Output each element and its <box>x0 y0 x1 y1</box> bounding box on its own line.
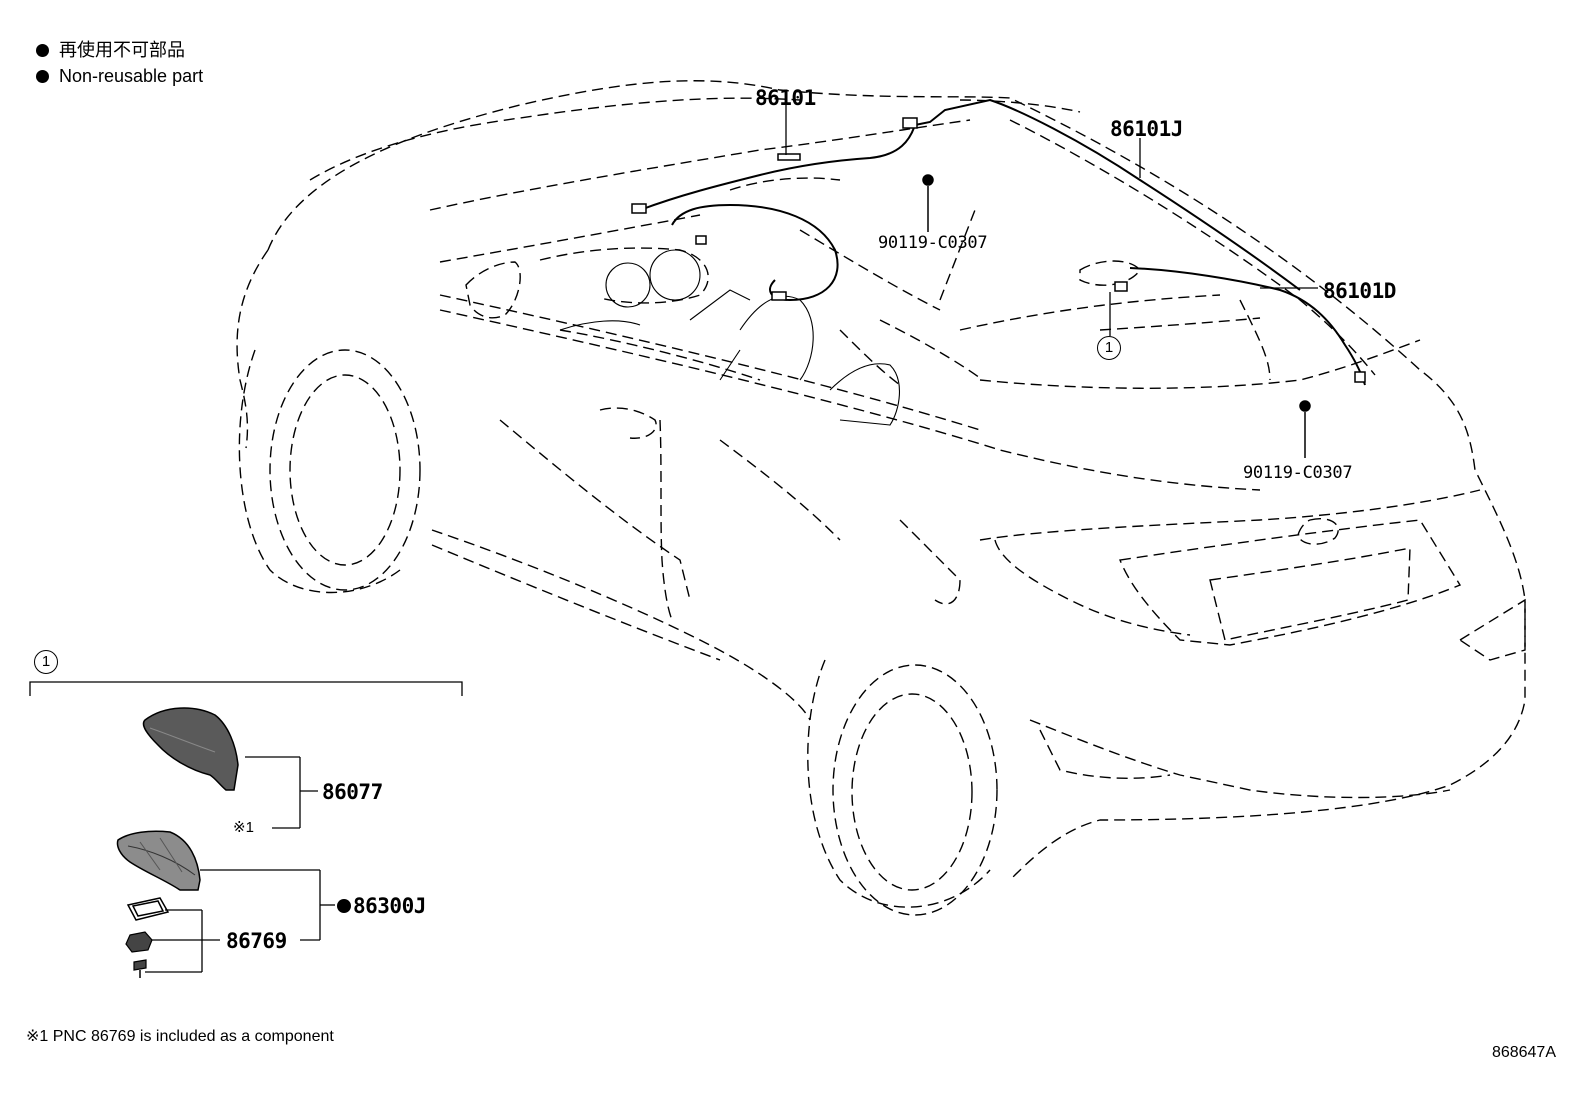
antenna-harness-86101D <box>1129 267 1366 386</box>
connectors <box>631 117 1366 383</box>
interior-outline <box>559 249 901 426</box>
group-marker-vehicle: 1 <box>1097 336 1121 360</box>
callout-86300J: 86300J <box>337 894 426 918</box>
callout-86101: 86101 <box>755 86 816 110</box>
callout-86101J: 86101J <box>1110 117 1183 141</box>
remark-marker: ※1 <box>233 819 254 836</box>
callout-86769: 86769 <box>226 929 287 953</box>
callout-86077: 86077 <box>322 780 383 804</box>
figure-number: 868647A <box>1491 1044 1556 1061</box>
legend-en: Non-reusable part <box>36 66 203 86</box>
non-reusable-dot-icon <box>337 899 351 913</box>
non-reusable-dot-icon <box>36 70 49 83</box>
group-bracket <box>29 681 463 696</box>
legend-jp-text: 再使用不可部品 <box>59 40 185 60</box>
legend-jp: 再使用不可部品 <box>36 40 185 60</box>
car-body-outline <box>236 80 1526 881</box>
callout-86101D: 86101D <box>1323 279 1396 303</box>
antenna-harness-86101 <box>639 98 1301 302</box>
front-wheel <box>238 349 421 594</box>
callout-86300J-text: 86300J <box>353 894 426 918</box>
footnote: ※1 PNC 86769 is included as a component <box>26 1028 334 1045</box>
bolt-rear-icon <box>1299 400 1311 458</box>
callout-bolt-front: 90119-C0307 <box>878 233 988 253</box>
rear-wheel <box>807 659 998 916</box>
screw-86769 <box>133 959 147 978</box>
callout-bolt-rear: 90119-C0307 <box>1243 463 1353 483</box>
nut-86769 <box>125 931 153 953</box>
antenna-cover-86077 <box>142 707 239 791</box>
gasket-86769 <box>126 897 170 921</box>
bolt-front-icon <box>922 174 934 232</box>
legend-en-text: Non-reusable part <box>59 66 204 86</box>
group-marker-detail: 1 <box>34 650 58 674</box>
leader-lines <box>145 104 1318 973</box>
non-reusable-dot-icon <box>36 44 49 57</box>
antenna-assembly-86300J <box>116 830 201 891</box>
